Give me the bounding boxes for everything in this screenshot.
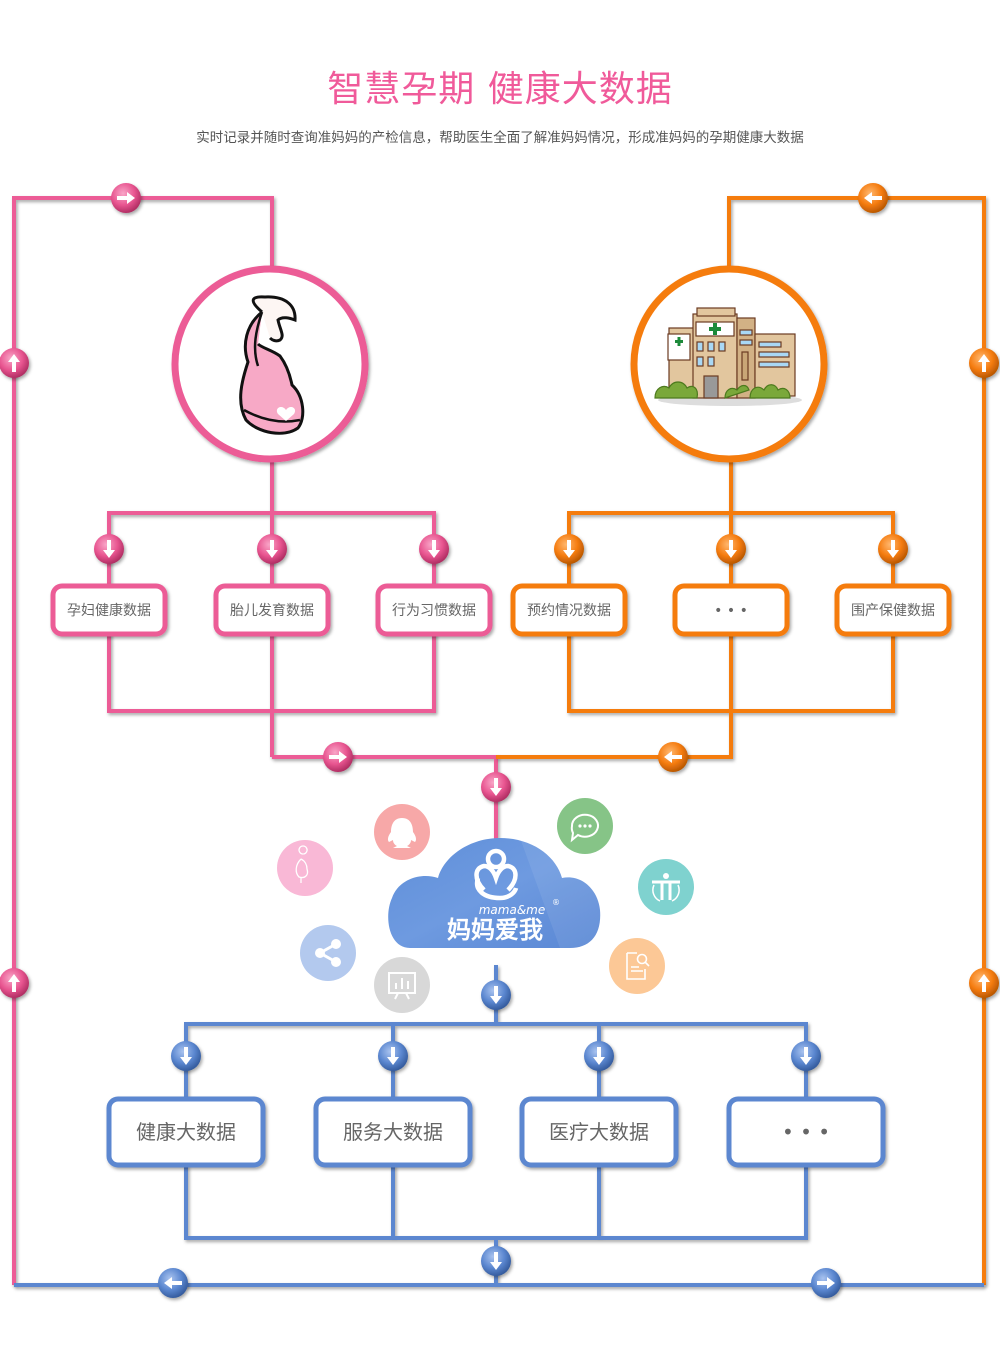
arrow-down-icon — [481, 772, 511, 802]
big-data-output-box: • • • — [726, 1096, 886, 1168]
chat-bubble-icon — [570, 813, 599, 843]
hospital-node — [630, 265, 828, 463]
big-data-output-box: 医疗大数据 — [519, 1096, 679, 1168]
big-data-output-box: 服务大数据 — [313, 1096, 473, 1168]
satellite-icons — [277, 798, 694, 1013]
document-search-icon — [626, 952, 650, 980]
arrow-up-icon — [969, 348, 999, 378]
arrow-left-icon — [858, 183, 888, 213]
big-data-output-box-label: 医疗大数据 — [549, 1120, 649, 1144]
pregnancy-data-box-label: 胎儿发育数据 — [230, 603, 314, 619]
big-data-output-box-label: 服务大数据 — [343, 1120, 443, 1144]
satellite-qq-penguin — [374, 804, 430, 860]
pregnant-woman-icon — [239, 295, 305, 435]
pregnancy-data-box: 胎儿发育数据 — [213, 583, 331, 637]
arrow-left-icon — [658, 742, 688, 772]
arrow-right-icon — [811, 1268, 841, 1298]
arrow-down-icon — [584, 1041, 614, 1071]
arrow-down-icon — [378, 1041, 408, 1071]
big-data-output-box-label: • • • — [782, 1120, 830, 1144]
pregnant-woman-node — [171, 265, 369, 463]
satellite-body-measure — [638, 859, 694, 915]
big-data-output-box: 健康大数据 — [106, 1096, 266, 1168]
hospital-data-box: • • • — [672, 583, 790, 637]
arrow-down-icon — [257, 534, 287, 564]
arrow-down-icon — [481, 980, 511, 1010]
satellite-share — [300, 925, 356, 981]
presentation-chart-icon — [388, 972, 416, 1000]
arrow-right-icon — [111, 183, 141, 213]
hospital-data-box-label: 围产保健数据 — [851, 603, 935, 619]
arrow-right-icon — [323, 742, 353, 772]
pregnancy-data-box-label: 行为习惯数据 — [392, 602, 476, 619]
arrow-down-icon — [94, 534, 124, 564]
arrow-down-icon — [481, 1246, 511, 1276]
arrow-down-icon — [716, 534, 746, 564]
body-measure-icon — [652, 873, 680, 902]
hospital-data-box: 预约情况数据 — [510, 583, 628, 637]
arrow-up-icon — [0, 968, 29, 998]
mama-and-me-logo-icon — [474, 848, 519, 901]
arrow-up-icon — [0, 348, 29, 378]
satellite-pregnancy — [277, 840, 333, 896]
logo-english-text: mama&me — [479, 903, 546, 917]
arrow-down-icon — [791, 1041, 821, 1071]
arrow-left-icon — [158, 1268, 188, 1298]
arrow-down-icon — [419, 534, 449, 564]
hospital-data-box: 围产保健数据 — [834, 583, 952, 637]
big-data-output-box-label: 健康大数据 — [136, 1120, 236, 1144]
pregnancy-icon — [295, 845, 309, 883]
registered-mark: ® — [552, 898, 560, 907]
page-subtitle: 实时记录并随时查询准妈妈的产检信息，帮助医生全面了解准妈妈情况，形成准妈妈的孕期… — [196, 130, 804, 146]
cloud-logo: mama&me ® 妈妈爱我 — [388, 838, 601, 948]
arrow-down-icon — [554, 534, 584, 564]
hospital-data-box-label: 预约情况数据 — [527, 603, 611, 619]
hospital-data-box-label: • • • — [714, 603, 748, 619]
arrow-down-icon — [171, 1041, 201, 1071]
hospital-icon — [654, 307, 802, 406]
arrow-down-icon — [878, 534, 908, 564]
logo-chinese-text: 妈妈爱我 — [447, 916, 543, 944]
pregnancy-data-box: 行为习惯数据 — [375, 583, 493, 637]
pregnancy-data-box: 孕妇健康数据 — [50, 583, 168, 637]
qq-penguin-icon — [387, 818, 417, 848]
satellite-presentation-chart — [374, 957, 430, 1013]
page-title: 智慧孕期 健康大数据 — [327, 69, 673, 110]
satellite-chat-bubble — [557, 798, 613, 854]
share-icon — [315, 939, 341, 967]
pregnancy-data-box-label: 孕妇健康数据 — [67, 602, 151, 619]
satellite-document-search — [609, 938, 665, 994]
arrow-up-icon — [969, 968, 999, 998]
